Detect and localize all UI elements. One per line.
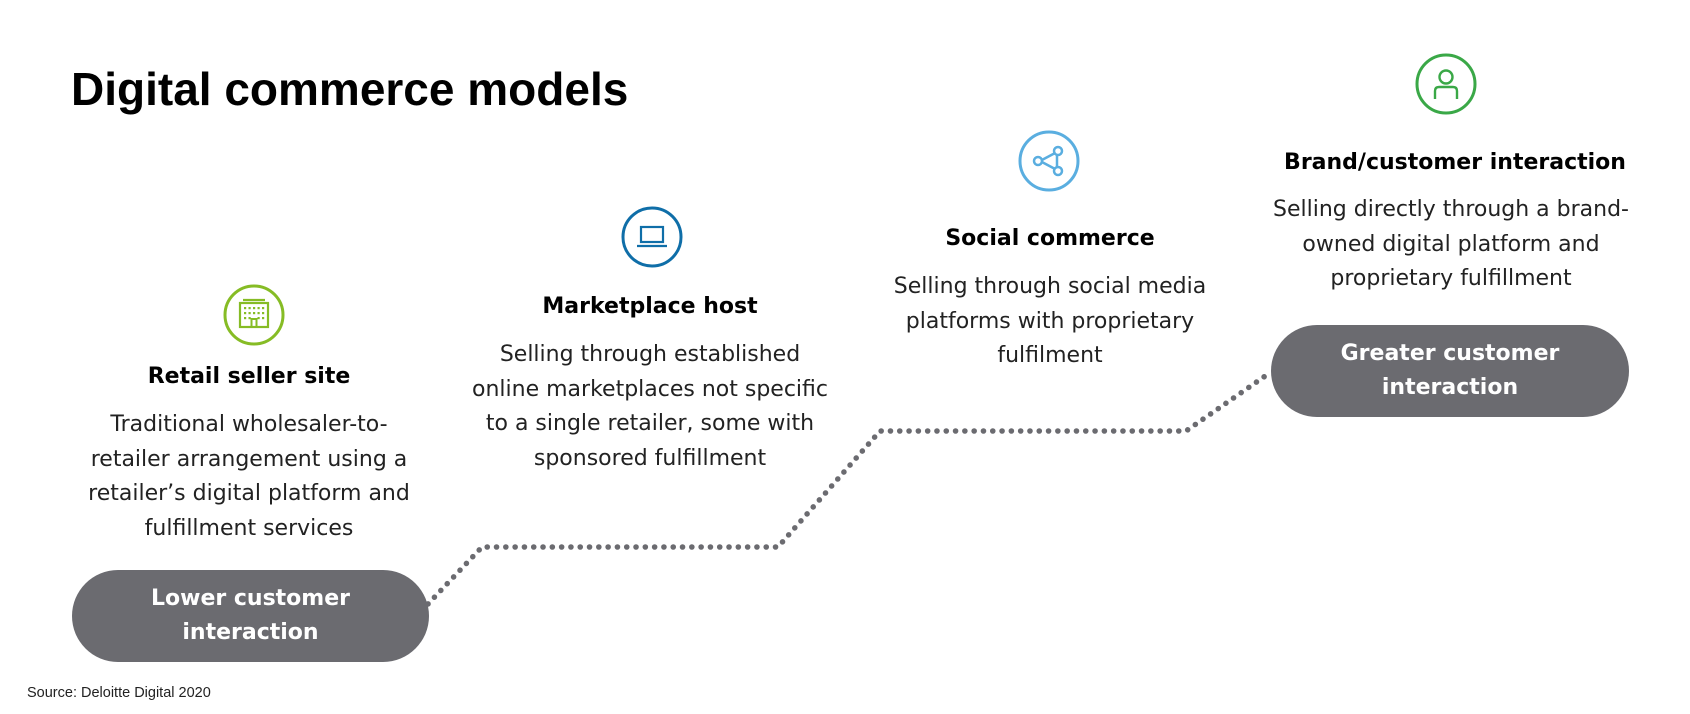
model-title-social: Social commerce	[945, 226, 1155, 251]
model-description-marketplace: Selling through established online marke…	[472, 342, 828, 471]
person-icon	[1415, 53, 1477, 115]
page-title: Digital commerce models	[71, 63, 629, 115]
model-description-social: Selling through social media platforms w…	[893, 274, 1207, 368]
laptop-icon	[621, 206, 683, 268]
share-network-icon	[1018, 130, 1080, 192]
model-title-retail: Retail seller site	[147, 364, 351, 389]
model-description-brand: Selling directly through a brand- owned …	[1272, 197, 1630, 291]
greater-customer-interaction-pill: Greater customer interaction	[1271, 325, 1629, 417]
source-note: Source: Deloitte Digital 2020	[27, 685, 211, 701]
model-title-brand: Brand/customer interaction	[1284, 150, 1626, 175]
model-title-marketplace: Marketplace host	[542, 294, 758, 319]
building-icon	[223, 284, 285, 346]
model-description-retail: Traditional wholesaler-to- retailer arra…	[88, 412, 410, 541]
lower-customer-interaction-pill: Lower customer interaction	[72, 570, 429, 662]
